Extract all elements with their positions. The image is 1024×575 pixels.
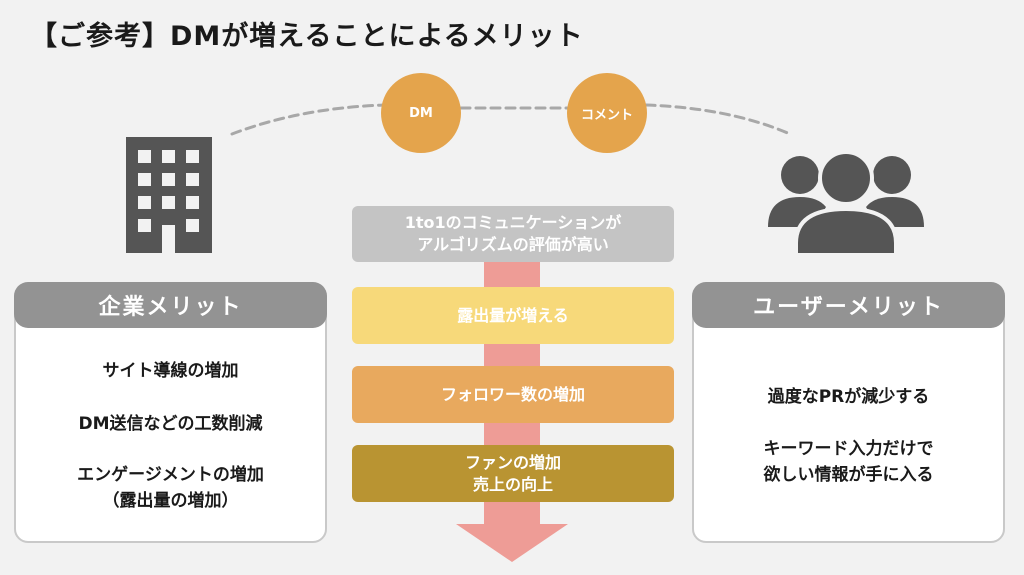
user-group-icon	[768, 150, 924, 255]
user-merit-item-text: 過度なPRが減少する	[767, 387, 930, 407]
page-title: 【ご参考】DMが増えることによるメリット	[30, 21, 584, 52]
channel-comment-circle: コメント	[567, 73, 647, 153]
user-merit-heading-label: ユーザーメリット	[753, 295, 944, 320]
company-merit-item-text: エンゲージメントの増加	[77, 465, 264, 485]
channel-dm-circle: DM	[381, 73, 461, 153]
flow-step-label: 売上の向上	[472, 474, 553, 494]
company-merit-item-text: サイト導線の増加	[102, 361, 239, 381]
company-merit-item-text: DM送信などの工数削減	[78, 414, 263, 434]
company-merit-heading: 企業メリット	[14, 282, 327, 328]
flow-step-label: フォロワー数の増加	[440, 384, 585, 404]
flow-header-line: 1to1のコミュニケーションが	[404, 213, 622, 232]
user-merit-heading: ユーザーメリット	[692, 282, 1005, 328]
office-building-icon	[126, 137, 212, 253]
company-merit-item: DM送信などの工数削減	[14, 411, 327, 437]
user-merit-item: 過度なPRが減少する	[692, 384, 1005, 410]
company-merit-item-text: （露出量の増加）	[102, 491, 239, 511]
channel-dm-label: DM	[409, 105, 433, 121]
flow-step-label: 露出量が増える	[457, 305, 569, 325]
flow-step-followers: フォロワー数の増加	[352, 366, 674, 423]
flow-header-line: アルゴリズムの評価が高い	[417, 235, 609, 254]
flow-header-box: 1to1のコミュニケーションが アルゴリズムの評価が高い	[352, 206, 674, 262]
user-merit-panel	[692, 287, 1005, 543]
flow-step-exposure: 露出量が増える	[352, 287, 674, 344]
channel-comment-label: コメント	[580, 107, 633, 123]
company-merit-heading-label: 企業メリット	[98, 295, 243, 320]
user-merit-item-text: 欲しい情報が手に入る	[763, 465, 934, 485]
company-merit-item: エンゲージメントの増加 （露出量の増加）	[14, 462, 327, 514]
flow-step-label: ファンの増加	[464, 452, 561, 472]
user-merit-item: キーワード入力だけで 欲しい情報が手に入る	[692, 436, 1005, 488]
flow-step-fans-sales: ファンの増加 売上の向上	[352, 445, 674, 502]
user-merit-item-text: キーワード入力だけで	[763, 439, 934, 459]
company-merit-item: サイト導線の増加	[14, 358, 327, 384]
